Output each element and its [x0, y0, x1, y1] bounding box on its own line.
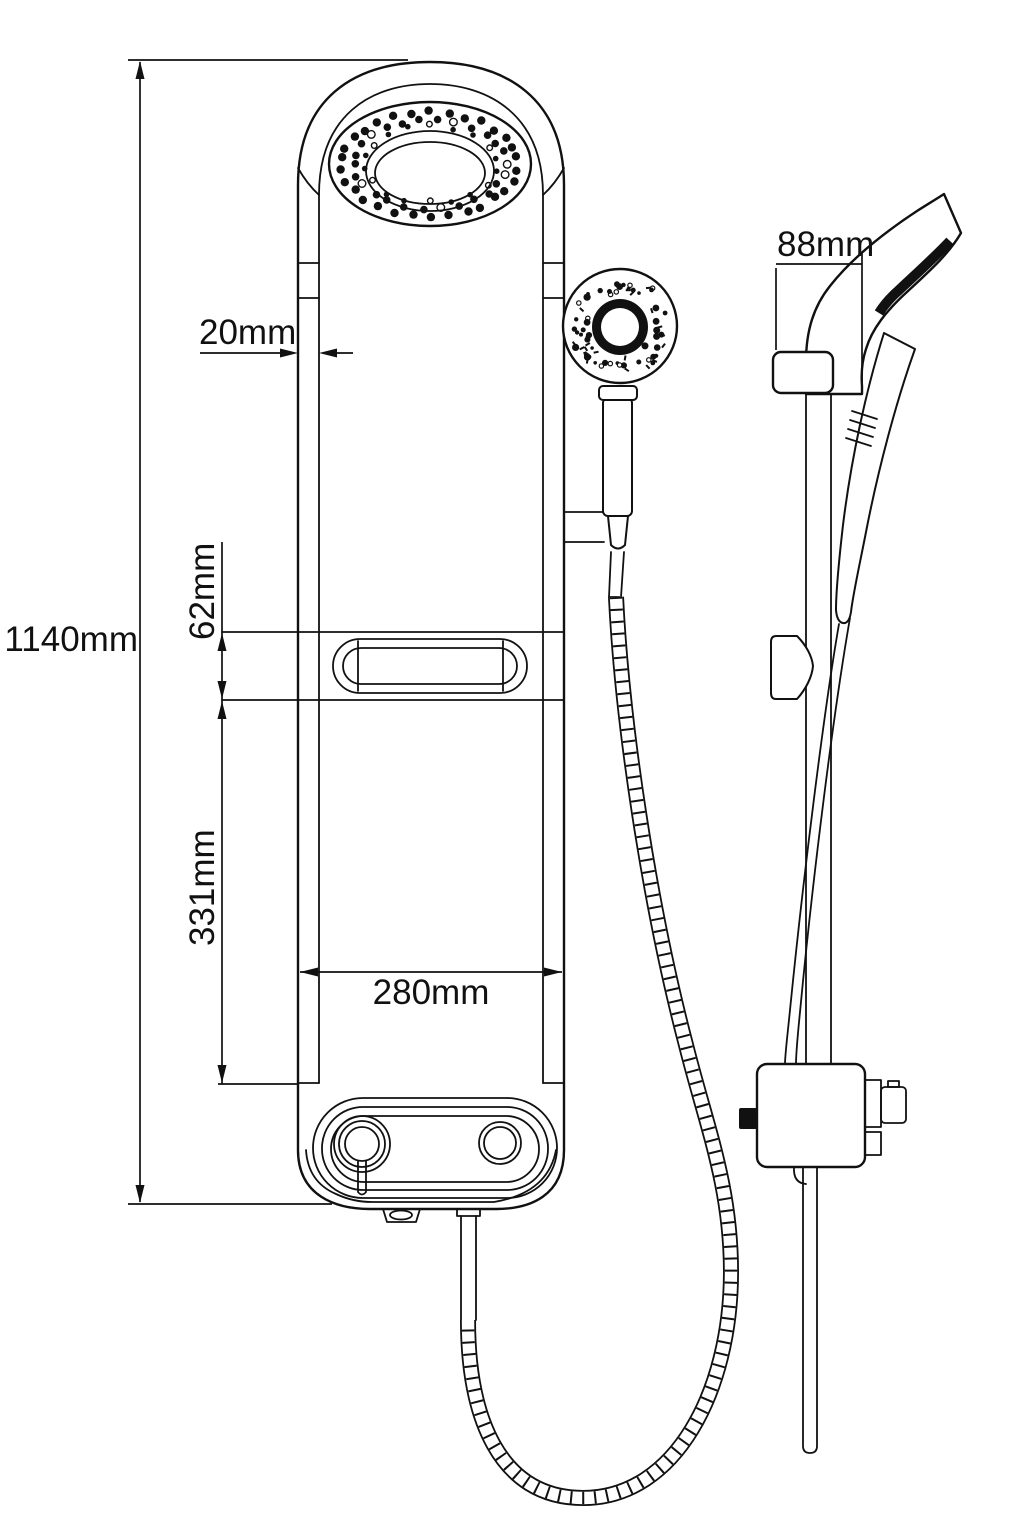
shelf-to-base-label: 331mm	[183, 829, 222, 946]
dim-total-height: 1140mm	[4, 59, 408, 1205]
outlet-connector	[864, 1079, 907, 1156]
hand-shower-front	[460, 267, 740, 1507]
hose-nut	[607, 515, 629, 550]
front-view	[221, 60, 740, 1507]
dim-shelf-recess: 62mm	[183, 542, 227, 1084]
valve-knob	[739, 1108, 757, 1129]
diverter-knob	[333, 1115, 391, 1196]
dim-panel-thickness: 20mm	[199, 313, 353, 358]
hand-shower-face	[561, 267, 679, 385]
valve-box	[739, 1062, 907, 1454]
panel-body	[296, 60, 566, 1211]
rain-nozzle-dots	[336, 106, 521, 222]
soap-dish	[221, 631, 565, 701]
hand-nozzle-dots	[571, 281, 668, 373]
hand-shower-handle	[602, 397, 633, 517]
hose-elbow	[793, 1166, 807, 1185]
wall-bracket	[771, 350, 835, 395]
hand-shower-side	[835, 332, 916, 625]
soap-dish-side	[770, 635, 814, 700]
shelf-recess-label: 62mm	[183, 543, 222, 640]
control-knob	[478, 1121, 522, 1165]
shower-hose	[460, 551, 740, 1507]
top-curve-arm	[804, 192, 963, 396]
overhead-shower-head	[327, 100, 533, 228]
panel-width-label: 280mm	[373, 973, 490, 1012]
control-panel	[312, 1097, 558, 1223]
slide-rail	[805, 393, 832, 1065]
dim-top-depth: 88mm	[775, 225, 874, 382]
hose-outlet	[456, 1208, 481, 1217]
side-hose	[784, 617, 851, 1065]
dim-panel-width: 280mm	[300, 967, 562, 1012]
supply-tube	[802, 1166, 818, 1454]
side-view	[739, 192, 963, 1454]
total-height-label: 1140mm	[4, 620, 138, 659]
outlet-fitting	[382, 1208, 421, 1223]
dim-shelf-to-base: 331mm	[183, 701, 298, 1085]
hand-shower-holder	[563, 511, 605, 543]
top-depth-label: 88mm	[777, 225, 874, 264]
dimension-annotations: 1140mm 20mm 62mm 331mm	[4, 59, 874, 1205]
panel-thickness-label: 20mm	[199, 313, 296, 352]
